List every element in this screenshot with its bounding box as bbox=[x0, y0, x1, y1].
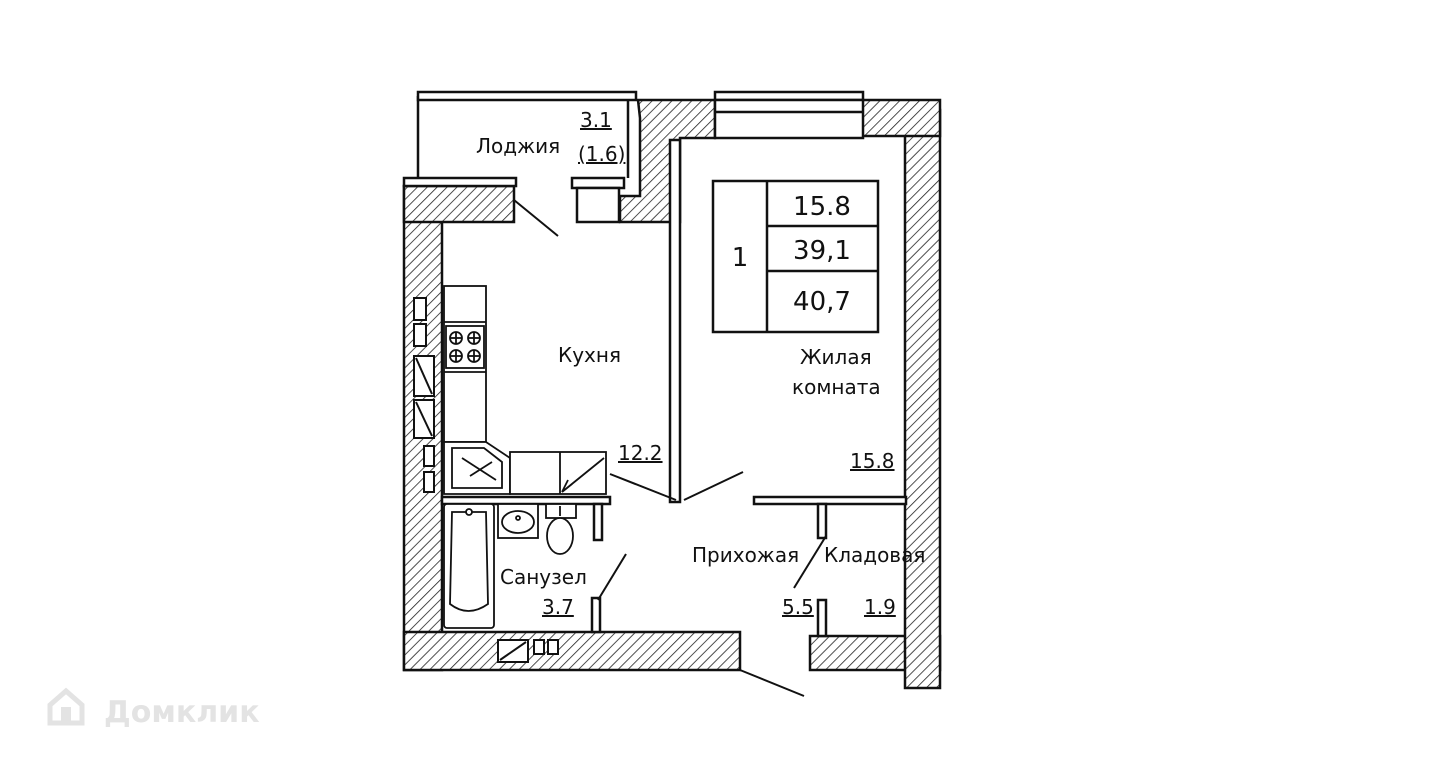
door-storage bbox=[793, 535, 827, 589]
kitchen-area: 12.2 bbox=[618, 441, 663, 465]
toilet-tank bbox=[545, 503, 577, 519]
partition-living-bottom bbox=[752, 495, 908, 506]
partition-bath-bottom bbox=[590, 596, 602, 634]
bathroom-fixtures bbox=[443, 503, 577, 629]
walls bbox=[402, 98, 942, 690]
watermark-text: Домклик bbox=[104, 695, 260, 730]
partition-bath-top bbox=[592, 502, 604, 542]
wall-center-top bbox=[618, 98, 717, 224]
storage-label: Кладовая bbox=[824, 543, 925, 567]
loggia-railing bbox=[416, 90, 638, 102]
partition-kitchen-living bbox=[668, 138, 682, 504]
house-logo-icon bbox=[47, 687, 85, 726]
wall-details bbox=[413, 297, 559, 663]
door-living bbox=[683, 471, 744, 501]
table-total-with-loggia: 40,7 bbox=[793, 287, 851, 317]
summary-table bbox=[711, 179, 880, 334]
wall-right bbox=[903, 108, 942, 690]
door-swings bbox=[513, 199, 827, 697]
kitchen-furniture bbox=[443, 285, 607, 495]
loggia-area-reduced: (1.6) bbox=[578, 142, 625, 166]
bathroom-area: 3.7 bbox=[542, 595, 574, 619]
wall-bottom-left bbox=[402, 630, 742, 672]
partitions bbox=[402, 90, 908, 638]
loggia-label: Лоджия bbox=[476, 134, 560, 158]
storage-area: 1.9 bbox=[864, 595, 896, 619]
stove-burner-icon bbox=[449, 331, 481, 363]
partition-storage-top bbox=[816, 502, 828, 540]
kitchen-counter-bottom bbox=[509, 451, 607, 495]
partition-kitchen-bath bbox=[440, 495, 612, 506]
door-entrance bbox=[739, 669, 805, 697]
table-living-area: 15.8 bbox=[793, 192, 851, 222]
loggia-sill bbox=[402, 176, 518, 188]
hallway-label: Прихожая bbox=[692, 543, 799, 567]
living-window bbox=[713, 98, 865, 140]
door-bathroom bbox=[597, 553, 627, 601]
hallway-area: 5.5 bbox=[782, 595, 814, 619]
bathtub-inner bbox=[449, 511, 489, 612]
living-label-1: Жилая bbox=[800, 345, 872, 369]
loggia-area: 3.1 bbox=[580, 108, 612, 132]
partition-storage-bottom bbox=[816, 598, 828, 638]
wall-top-right bbox=[860, 98, 942, 138]
door-kitchen-loggia bbox=[513, 199, 559, 237]
living-area: 15.8 bbox=[850, 449, 895, 473]
table-total-area: 39,1 bbox=[793, 236, 851, 266]
wall-kitchen-top bbox=[402, 184, 516, 224]
gas-pipe-icon bbox=[561, 457, 605, 493]
bathroom-label: Санузел bbox=[500, 565, 587, 589]
door-block bbox=[575, 186, 621, 224]
table-rooms-count: 1 bbox=[732, 243, 749, 273]
toilet-bowl bbox=[546, 517, 574, 555]
kitchen-label: Кухня bbox=[558, 343, 621, 367]
door-kitchen bbox=[609, 473, 677, 501]
door-block-top bbox=[570, 176, 626, 190]
watermark: Домклик bbox=[47, 687, 260, 730]
stove bbox=[445, 325, 485, 369]
living-label-2: комната bbox=[792, 375, 881, 399]
